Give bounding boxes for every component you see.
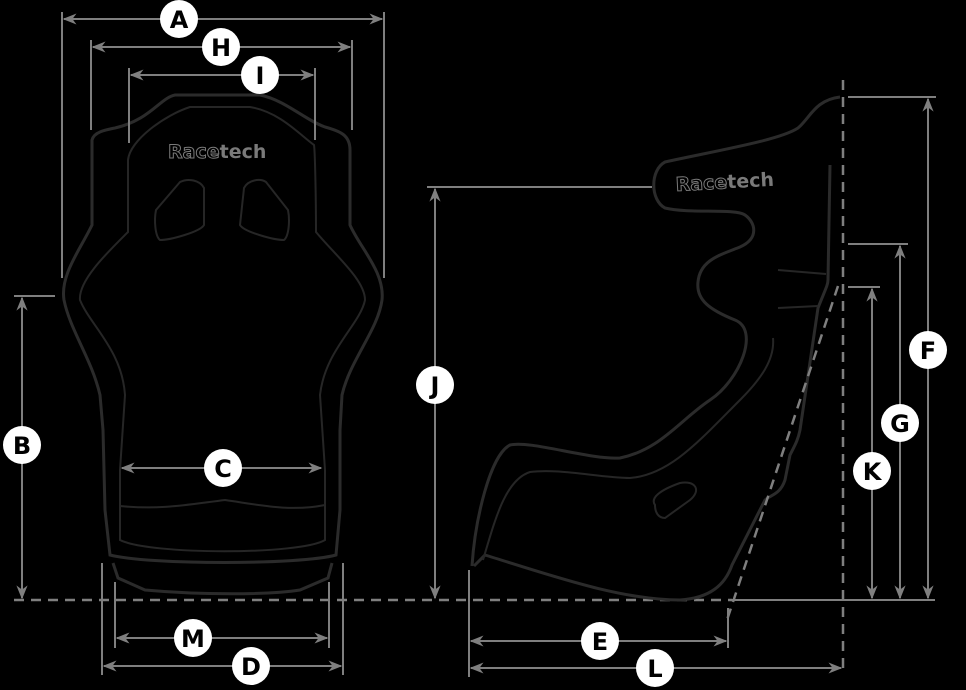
side-inner-line xyxy=(482,337,775,561)
brand-logo-side: Racetech xyxy=(675,169,774,196)
svg-text:C: C xyxy=(214,455,232,483)
badge-d: D xyxy=(232,647,270,685)
svg-text:B: B xyxy=(13,432,31,460)
svg-text:D: D xyxy=(241,653,261,681)
side-seat-bottom xyxy=(472,164,832,602)
side-hole xyxy=(652,481,698,520)
badge-h: H xyxy=(202,28,240,66)
svg-text:H: H xyxy=(211,34,231,62)
backrest-angle-ref xyxy=(725,285,840,621)
front-base-outline xyxy=(111,562,334,596)
badge-m: M xyxy=(174,619,212,657)
badge-b: B xyxy=(3,426,41,464)
badge-k: K xyxy=(853,452,891,490)
svg-text:L: L xyxy=(647,655,662,683)
badge-i: I xyxy=(241,56,279,94)
side-shell-outline xyxy=(470,95,841,567)
badge-e: E xyxy=(581,622,619,660)
brand-logo-front: Racetech xyxy=(168,141,266,163)
side-view: Racetech xyxy=(427,80,936,677)
harness-slot-left xyxy=(154,179,205,242)
front-cushion-line xyxy=(119,498,326,509)
svg-text:M: M xyxy=(181,625,205,653)
svg-text:A: A xyxy=(170,6,189,34)
badge-j: J xyxy=(416,366,454,404)
front-view: Racetech xyxy=(14,12,385,675)
svg-text:K: K xyxy=(863,458,883,486)
svg-text:E: E xyxy=(592,628,608,656)
badge-a: A xyxy=(160,0,198,38)
svg-text:J: J xyxy=(429,372,440,400)
harness-slot-right xyxy=(238,179,290,242)
svg-text:G: G xyxy=(890,410,910,438)
badge-g: G xyxy=(881,404,919,442)
badge-c: C xyxy=(204,449,242,487)
front-shell-outline xyxy=(61,93,384,564)
front-inner-outline xyxy=(78,106,367,553)
svg-text:I: I xyxy=(256,62,265,90)
badge-f: F xyxy=(909,331,947,369)
badge-l: L xyxy=(636,649,674,687)
svg-text:F: F xyxy=(920,337,936,365)
